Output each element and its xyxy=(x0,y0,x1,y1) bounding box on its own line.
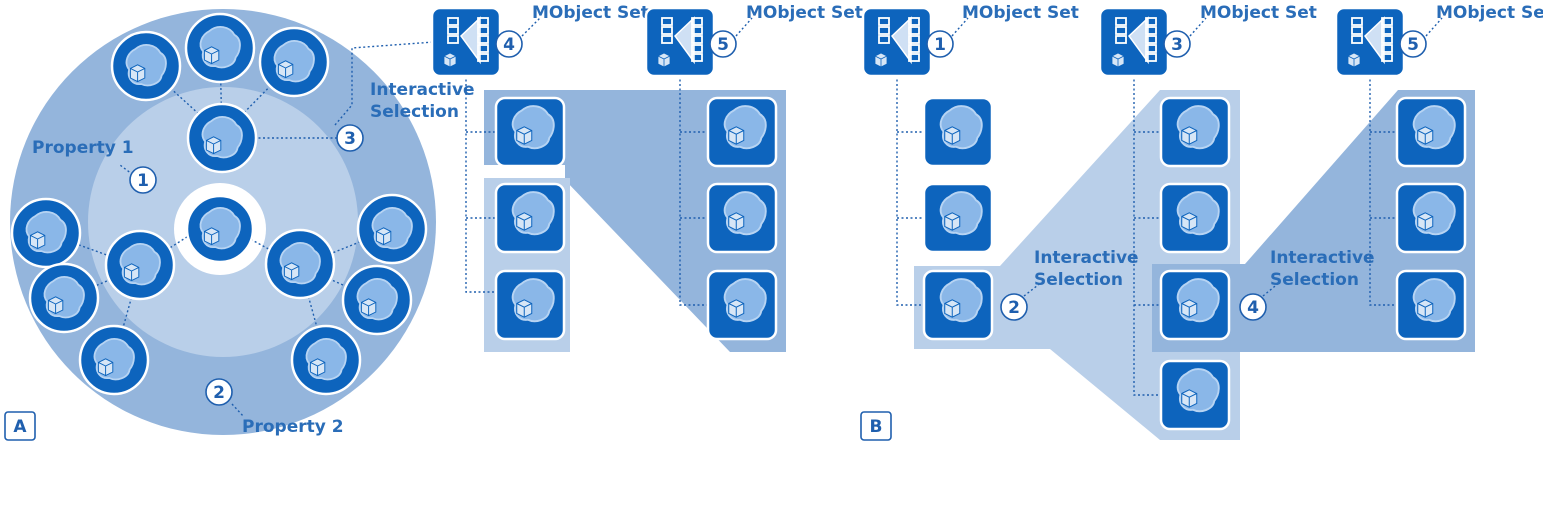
interactive-selection-label-b-line2: Selection xyxy=(1270,270,1359,290)
svg-text:2: 2 xyxy=(213,383,225,403)
marker-b1: 1 xyxy=(926,30,954,58)
panel-a: Property 1 1 2 Property 2 3 Interactive … xyxy=(4,3,863,441)
mobject-node-icon[interactable] xyxy=(341,264,413,336)
mobject-node-icon-selected[interactable] xyxy=(185,194,255,264)
interactive-selection-region-2 xyxy=(914,90,1240,440)
mobject-node-icon[interactable] xyxy=(356,193,428,265)
svg-text:1: 1 xyxy=(137,171,149,191)
mobject-tile-icon[interactable] xyxy=(924,98,992,166)
svg-text:1: 1 xyxy=(934,35,946,55)
mobject-tile-icon[interactable] xyxy=(496,98,564,166)
marker-2: 2 xyxy=(205,378,233,406)
marker-b5: 5 xyxy=(1399,30,1427,58)
property1-label: Property 1 xyxy=(32,138,134,158)
mobject-node-icon[interactable] xyxy=(28,262,100,334)
interactive-selection-label-line2: Selection xyxy=(370,102,459,122)
mobject-node-icon[interactable] xyxy=(264,228,336,300)
interactive-selection-label-b-line1: Interactive xyxy=(1270,248,1375,268)
mobject-set-1-title: MObject Set xyxy=(962,3,1079,23)
mobject-tile-icon[interactable] xyxy=(1161,98,1229,166)
interactive-selection-label-a-line2: Selection xyxy=(1034,270,1123,290)
panel-a-label: A xyxy=(4,411,36,441)
mobject-set-5b-title: MObject Set xyxy=(1436,3,1543,23)
marker-b2: 2 xyxy=(1000,293,1028,321)
svg-text:4: 4 xyxy=(1247,298,1259,318)
marker-b4: 4 xyxy=(1239,293,1267,321)
marker-1: 1 xyxy=(129,166,157,194)
mobject-tile-icon[interactable] xyxy=(924,271,992,339)
mobject-tile-icon[interactable] xyxy=(1161,361,1229,429)
marker-3: 3 xyxy=(336,124,364,152)
mobject-node-icon[interactable] xyxy=(186,102,258,174)
mobject-node-icon[interactable] xyxy=(110,30,182,102)
mobject-tile-icon[interactable] xyxy=(1397,271,1465,339)
mobject-set-5-title: MObject Set xyxy=(746,3,863,23)
mobject-set-icon-1[interactable] xyxy=(861,6,933,78)
mobject-node-icon[interactable] xyxy=(258,26,330,98)
mobject-set-icon-4[interactable] xyxy=(430,6,502,78)
marker-5: 5 xyxy=(709,30,737,58)
mobject-tile-icon[interactable] xyxy=(708,184,776,252)
mobject-node-icon[interactable] xyxy=(10,197,82,269)
mobject-tile-icon[interactable] xyxy=(496,184,564,252)
mobject-set-4-title: MObject Set xyxy=(532,3,649,23)
mobject-node-icon[interactable] xyxy=(78,324,150,396)
mobject-set-icon-5b[interactable] xyxy=(1334,6,1406,78)
mobject-tile-icon[interactable] xyxy=(1161,271,1229,339)
mobject-tile-icon[interactable] xyxy=(1397,184,1465,252)
mobject-set-3-title: MObject Set xyxy=(1200,3,1317,23)
interactive-selection-region-4 xyxy=(1152,90,1475,352)
panel-b-label: B xyxy=(860,411,892,441)
mobject-node-icon[interactable] xyxy=(184,12,256,84)
panel-b: 1 MObject Set 2 Interactive Selection 3 … xyxy=(860,3,1543,441)
svg-text:5: 5 xyxy=(717,35,729,55)
mobject-tile-icon[interactable] xyxy=(496,271,564,339)
svg-text:5: 5 xyxy=(1407,35,1419,55)
mobject-tile-icon[interactable] xyxy=(1397,98,1465,166)
mobject-tile-icon[interactable] xyxy=(1161,184,1229,252)
mobject-tile-icon[interactable] xyxy=(708,271,776,339)
mobject-tile-icon[interactable] xyxy=(924,184,992,252)
panel-a-nodes xyxy=(10,12,428,396)
mobject-set-icon-5[interactable] xyxy=(644,6,716,78)
mobject-tile-icon[interactable] xyxy=(708,98,776,166)
svg-text:3: 3 xyxy=(1171,35,1183,55)
svg-text:B: B xyxy=(870,417,883,437)
mobject-set-icon-3[interactable] xyxy=(1098,6,1170,78)
marker-4: 4 xyxy=(495,30,523,58)
interactive-selection-label-a-line1: Interactive xyxy=(1034,248,1139,268)
mobject-node-icon[interactable] xyxy=(290,324,362,396)
svg-text:4: 4 xyxy=(503,35,515,55)
svg-text:3: 3 xyxy=(344,129,356,149)
mobject-node-icon[interactable] xyxy=(104,229,176,301)
property2-label: Property 2 xyxy=(242,417,344,437)
interactive-selection-label-line1: Interactive xyxy=(370,80,475,100)
marker-b3: 3 xyxy=(1163,30,1191,58)
svg-text:2: 2 xyxy=(1008,298,1020,318)
svg-text:A: A xyxy=(13,417,27,437)
